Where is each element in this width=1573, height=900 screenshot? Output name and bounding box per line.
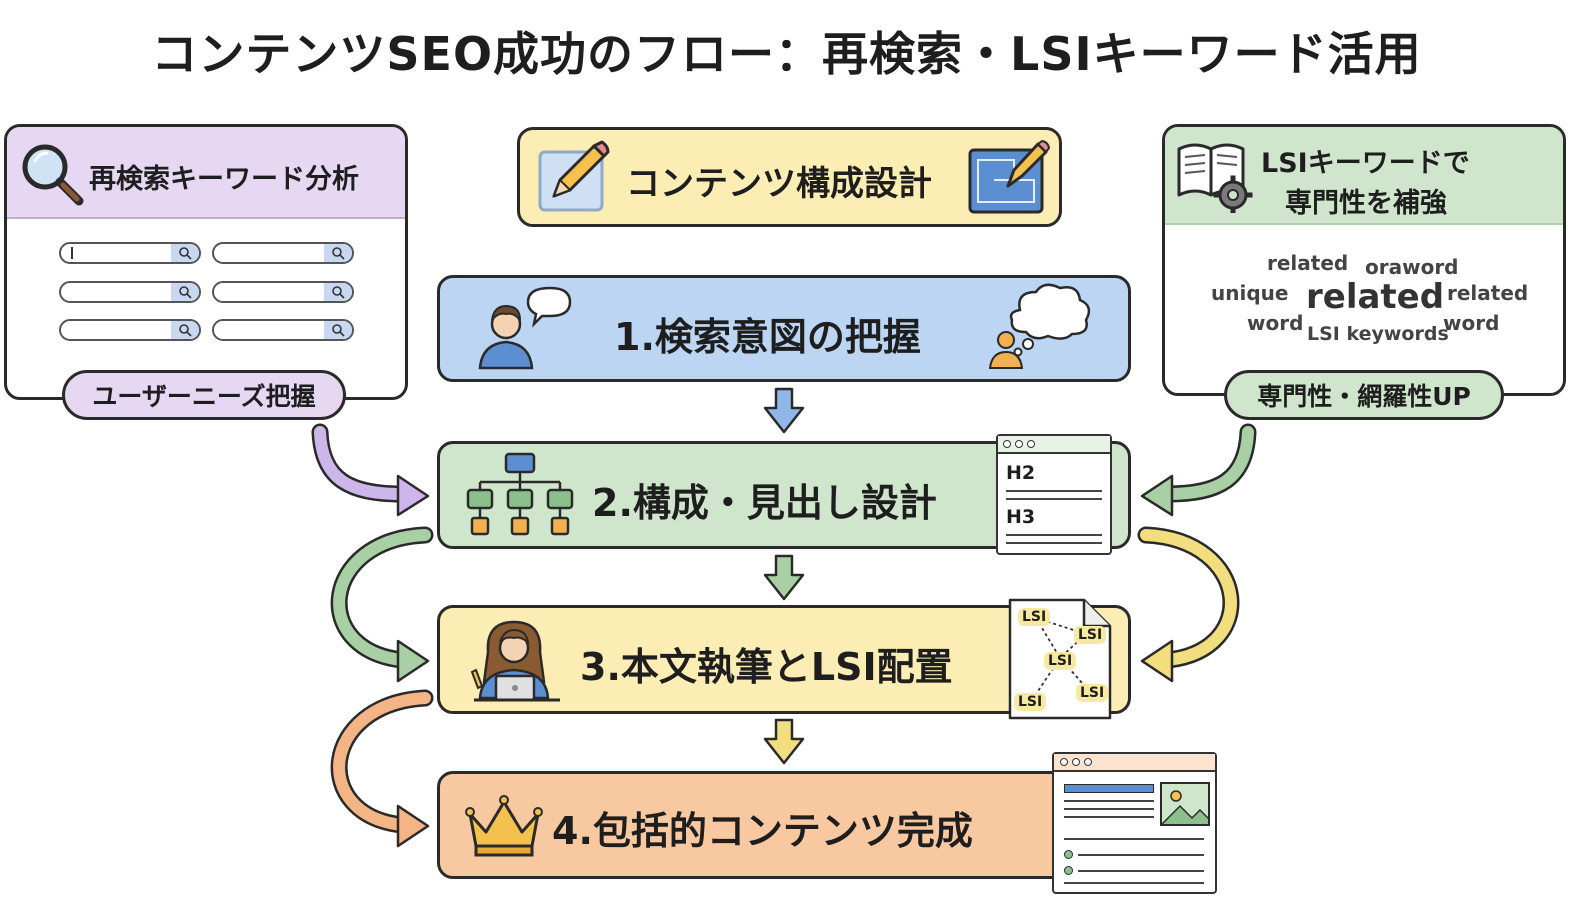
lsi-tag: LSI: [1014, 693, 1047, 711]
cloud-word: related: [1447, 281, 1529, 305]
search-analysis-panel: 再検索キーワード分析: [4, 124, 408, 400]
cloud-word: related: [1267, 251, 1349, 275]
blueprint-icon: [968, 140, 1050, 214]
search-bar-6: [212, 319, 354, 341]
search-bar-4: [212, 281, 354, 303]
webpage-preview: [1052, 752, 1217, 894]
heading-document: H2 H3: [996, 434, 1112, 555]
search-bar-3: [59, 281, 201, 303]
lsi-tag: LSI: [1044, 652, 1077, 670]
search-icon: [179, 247, 192, 260]
cloud-word-large: related: [1306, 277, 1445, 317]
cloud-word: LSI keywords: [1307, 323, 1449, 345]
content-structure-label: コンテンツ構成設計: [626, 164, 932, 204]
cloud-word: word: [1247, 311, 1304, 335]
curved-arrow-right-to-step2: [1140, 423, 1257, 517]
cloud-word: oraword: [1365, 255, 1459, 279]
search-bar-5: [59, 319, 201, 341]
crown-icon: [465, 795, 543, 857]
page-title: コンテンツSEO成功のフロー：再検索・LSIキーワード活用: [151, 27, 1422, 81]
h2-label: H2: [1006, 462, 1036, 484]
step-4-label: 4.包括的コンテンツ完成: [552, 809, 973, 853]
book-gear-icon: [1177, 143, 1253, 213]
sitemap-icon: [466, 452, 574, 536]
writer-laptop-icon: [470, 620, 560, 702]
pencil-note-icon: [538, 140, 610, 212]
curved-arrow-step2-to-step3-right: [1137, 526, 1240, 683]
curved-arrow-step2-to-step3-left: [330, 526, 434, 683]
search-bar-1: [59, 242, 201, 264]
step-3-label: 3.本文執筆とLSI配置: [580, 645, 953, 689]
step-4-box: [437, 771, 1131, 879]
down-arrow-2: [763, 554, 805, 601]
step-1-label: 1.検索意図の把握: [614, 315, 921, 359]
lsi-title-line2: 専門性を補強: [1285, 188, 1447, 219]
search-bar-2: [212, 242, 354, 264]
search-analysis-header: [7, 127, 405, 219]
curved-arrow-step3-to-step4: [330, 689, 434, 848]
lsi-title-line1: LSIキーワードで: [1261, 148, 1470, 179]
person-thinking-icon: [478, 286, 572, 370]
lsi-tag: LSI: [1076, 684, 1109, 702]
search-icon: [332, 247, 345, 260]
h3-label: H3: [1006, 506, 1036, 528]
cloud-word: unique: [1211, 281, 1289, 305]
search-icon: [179, 324, 192, 337]
search-icon: [179, 286, 192, 299]
search-icon: [332, 324, 345, 337]
lsi-tag: LSI: [1074, 626, 1107, 644]
curved-arrow-left-to-step2: [311, 423, 430, 517]
image-placeholder-icon: [1160, 782, 1210, 826]
expertise-pill: 専門性・網羅性UP: [1224, 370, 1504, 420]
user-needs-pill: ユーザーニーズ把握: [62, 370, 346, 420]
lsi-keyword-panel: LSIキーワードで 専門性を補強 related oraword unique …: [1162, 124, 1566, 396]
down-arrow-1: [763, 387, 805, 434]
step-2-label: 2.構成・見出し設計: [592, 481, 937, 525]
lsi-tag: LSI: [1018, 608, 1051, 626]
thought-bubble-icon: [988, 283, 1091, 369]
search-icon: [332, 286, 345, 299]
down-arrow-3: [763, 718, 805, 765]
magnifier-icon: [22, 144, 84, 206]
cloud-word: word: [1443, 311, 1500, 335]
search-analysis-title: 再検索キーワード分析: [89, 164, 359, 195]
